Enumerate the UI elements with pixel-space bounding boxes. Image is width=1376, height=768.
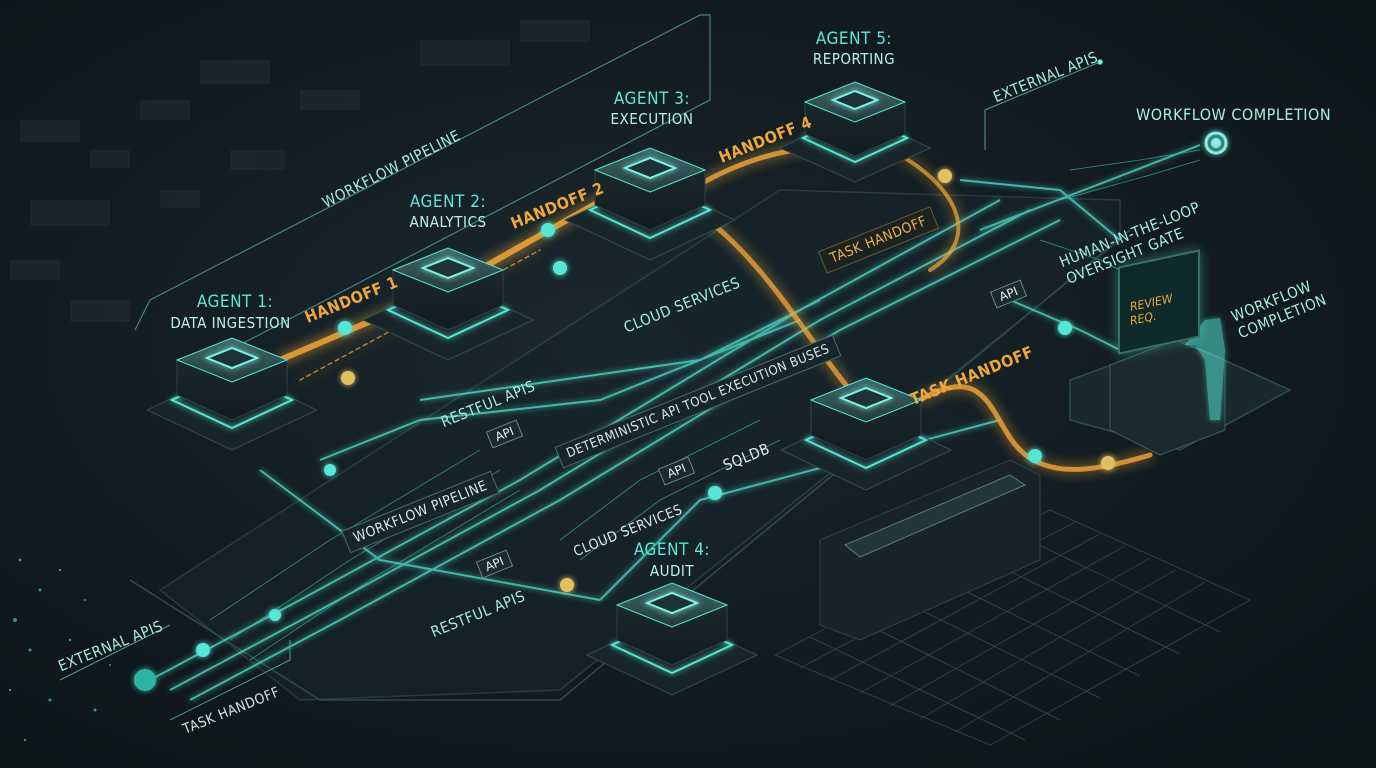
middle-node-cube	[779, 377, 953, 491]
background-blocks	[10, 20, 590, 322]
agent-3-cube	[563, 147, 737, 261]
agent-cubes	[145, 81, 953, 696]
agent-1-name: AGENT 1:	[196, 292, 274, 312]
review-monitor: REVIEW REQ.	[1118, 249, 1200, 355]
agent-5-name: AGENT 5:	[815, 29, 893, 49]
pipeline-bracket	[134, 14, 711, 351]
agent-2-cube	[361, 247, 535, 361]
particle-field	[8, 558, 111, 742]
leader-lines	[59, 59, 1103, 721]
workflow-completion-top-label: WORKFLOW COMPLETION	[1136, 105, 1332, 124]
flow-nodes	[134, 131, 1228, 691]
agent-5-role: REPORTING	[812, 50, 896, 68]
console-block	[819, 459, 1041, 641]
agent-2-name: AGENT 2:	[409, 192, 487, 212]
agent-5-cube	[778, 81, 932, 183]
agent-4-role: AUDIT	[649, 562, 695, 580]
agent-1-cube	[145, 337, 319, 451]
agent-3-name: AGENT 3:	[613, 89, 691, 109]
agent-2-role: ANALYTICS	[409, 213, 487, 231]
agent-4-cube	[585, 582, 759, 696]
agent-3-role: EXECUTION	[610, 110, 694, 128]
agent-4-name: AGENT 4:	[633, 540, 711, 560]
agent-1-role: DATA INGESTION	[170, 314, 291, 332]
review-req-label: REVIEW REQ.	[1130, 291, 1173, 329]
